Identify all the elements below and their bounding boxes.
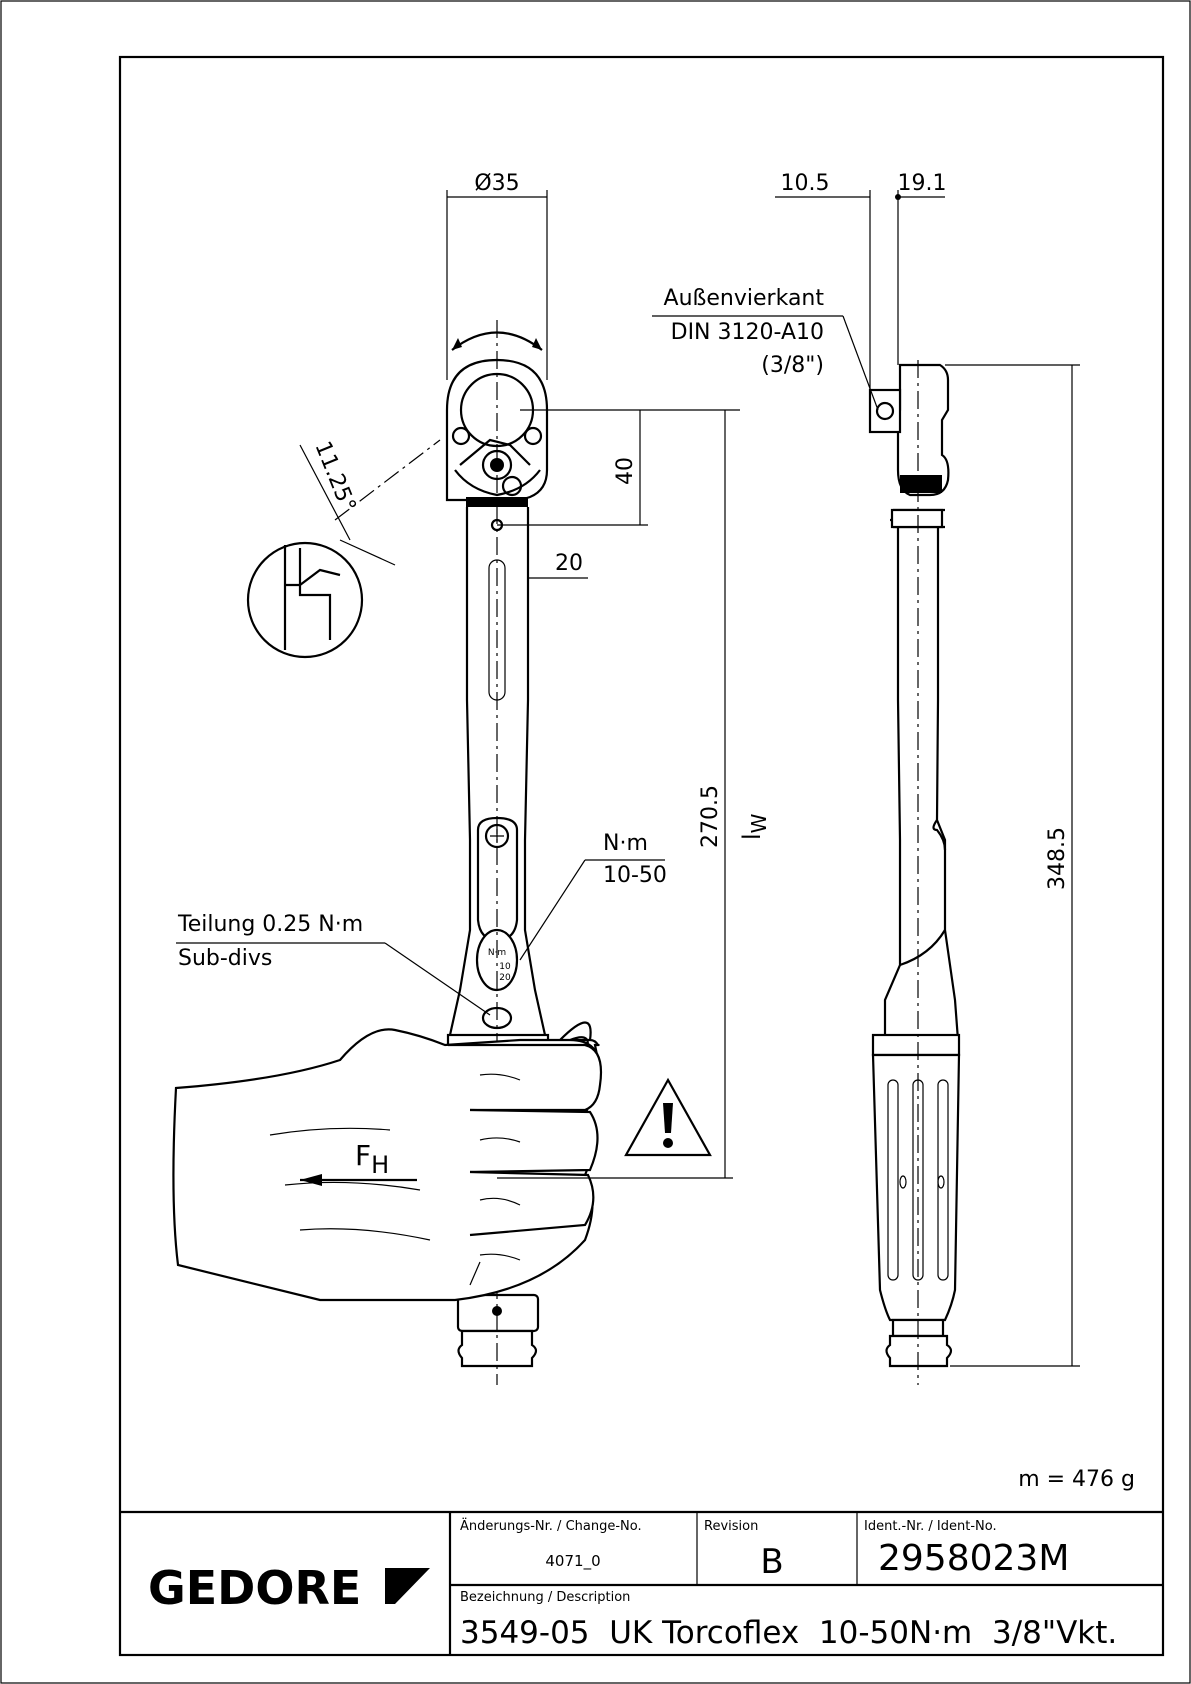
- overall-length-dim: 348.5: [1045, 827, 1070, 890]
- ident-value: 2958023M: [878, 1538, 1069, 1579]
- drawing-frame: [118, 55, 1165, 1657]
- drive-standard: DIN 3120-A10: [671, 320, 824, 345]
- front-view-wrench: N·m 10 20: [445, 320, 550, 1385]
- force-symbol: FH: [355, 1139, 389, 1179]
- revision-label: Revision: [704, 1519, 758, 1534]
- mass-label: m = 476 g: [1018, 1467, 1135, 1492]
- scale-window-10: 10: [499, 962, 511, 972]
- description-value: 3549-05 UK Torcoflex 10-50N·m 3/8"Vkt.: [460, 1615, 1117, 1651]
- hand-illustration: FH: [172, 1021, 603, 1302]
- warning-triangle-icon: [624, 1077, 712, 1157]
- diameter-dim: Ø35: [474, 171, 519, 196]
- head-thickness-dim: 19.1: [898, 171, 947, 196]
- ident-label: Ident.-Nr. / Ident-No.: [864, 1519, 997, 1534]
- drive-title: Außenvierkant: [664, 286, 825, 311]
- lw-symbol: lW: [738, 813, 771, 840]
- drive-size: (3/8"): [761, 353, 824, 378]
- force-arrow-icon: [300, 1174, 322, 1186]
- logo-wedge-icon: [385, 1568, 430, 1604]
- subdiv-label: Teilung 0.25 N·m: [177, 912, 363, 937]
- ratchet-detail-view: 11.25°: [246, 438, 441, 659]
- title-block: GEDORE Änderungs-Nr. / Change-No. 4071_0…: [120, 1510, 1163, 1655]
- gedore-logo: GEDORE: [148, 1561, 361, 1615]
- drive-offset-dim: 10.5: [781, 171, 830, 196]
- description-label: Bezeichnung / Description: [460, 1590, 630, 1605]
- change-value: 4071_0: [545, 1552, 600, 1571]
- subdiv-label-en: Sub-divs: [178, 946, 272, 971]
- scale-range-label: 10-50: [603, 863, 667, 888]
- front-dimensions: Ø35 40 20 270.5 lW N·m 10-50 Teilung 0.2…: [176, 171, 771, 1179]
- effective-length-dim: 270.5: [698, 785, 723, 848]
- scale-window-20: 20: [499, 973, 511, 983]
- scale-unit-label: N·m: [603, 831, 648, 856]
- side-view-wrench: [868, 360, 961, 1385]
- shaft-width-dim: 20: [555, 551, 583, 576]
- head-to-pin-dim: 40: [613, 457, 638, 485]
- revision-value: B: [760, 1542, 783, 1582]
- side-dimensions: 10.5 19.1 Außenvierkant DIN 3120-A10 (3/…: [652, 171, 1080, 1367]
- change-label: Änderungs-Nr. / Change-No.: [460, 1518, 642, 1534]
